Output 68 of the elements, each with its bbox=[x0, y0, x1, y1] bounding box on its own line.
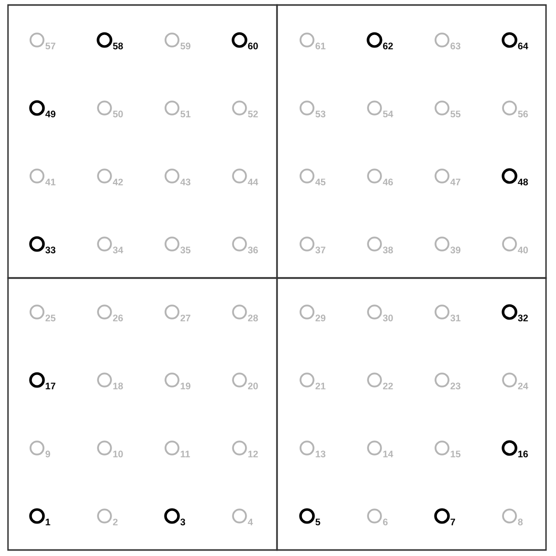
index-number: 16 bbox=[518, 450, 528, 458]
index-number: 13 bbox=[316, 450, 326, 458]
index-number: 45 bbox=[315, 178, 326, 186]
index-number: 35 bbox=[180, 246, 190, 254]
index-number: 48 bbox=[518, 178, 528, 186]
quadrant-box bbox=[276, 4, 547, 279]
index-number: 17 bbox=[46, 382, 56, 390]
index-number: 44 bbox=[248, 178, 258, 186]
index-number: 32 bbox=[518, 314, 528, 322]
index-number: 20 bbox=[248, 382, 258, 390]
index-number: 2 bbox=[113, 518, 118, 526]
index-number: 28 bbox=[248, 314, 258, 322]
index-number: 18 bbox=[113, 382, 123, 390]
index-number: 59 bbox=[180, 42, 190, 50]
index-number: 63 bbox=[450, 42, 460, 50]
index-number: 29 bbox=[316, 314, 326, 322]
index-number: 55 bbox=[450, 110, 460, 118]
quadrant-box bbox=[7, 4, 278, 279]
index-number: 12 bbox=[248, 450, 258, 458]
index-number: 38 bbox=[382, 246, 393, 254]
index-number: 49 bbox=[45, 110, 56, 118]
index-number: 42 bbox=[112, 178, 123, 186]
index-number: 51 bbox=[180, 110, 190, 118]
quadrant-box bbox=[7, 277, 278, 551]
index-number: 43 bbox=[180, 178, 190, 186]
index-number: 21 bbox=[316, 382, 326, 390]
index-number: 19 bbox=[180, 382, 190, 390]
index-number: 6 bbox=[383, 518, 388, 526]
index-number: 4 bbox=[248, 518, 253, 526]
index-number: 15 bbox=[450, 450, 460, 458]
index-number: 9 bbox=[46, 450, 50, 458]
index-number: 39 bbox=[450, 246, 460, 254]
index-number: 26 bbox=[113, 314, 123, 322]
index-number: 53 bbox=[316, 110, 326, 118]
index-number: 46 bbox=[382, 178, 393, 186]
index-number: 41 bbox=[45, 178, 56, 186]
index-number: 37 bbox=[315, 246, 326, 254]
index-number: 64 bbox=[518, 42, 528, 50]
index-number: 58 bbox=[113, 42, 123, 50]
index-number: 60 bbox=[248, 42, 258, 50]
index-number: 25 bbox=[46, 314, 56, 322]
index-number: 1 bbox=[46, 518, 50, 526]
index-number: 10 bbox=[113, 450, 123, 458]
index-number: 52 bbox=[248, 110, 258, 118]
index-number: 50 bbox=[113, 110, 123, 118]
index-number: 40 bbox=[518, 246, 528, 254]
index-number: 14 bbox=[383, 450, 394, 458]
index-number: 24 bbox=[518, 382, 528, 390]
index-number: 30 bbox=[382, 314, 393, 322]
index-number: 22 bbox=[383, 382, 393, 390]
index-number: 23 bbox=[450, 382, 460, 390]
index-number: 7 bbox=[450, 518, 456, 526]
index-number: 54 bbox=[383, 110, 394, 118]
index-number: 31 bbox=[450, 314, 460, 322]
index-number: 33 bbox=[45, 246, 56, 254]
index-number: 61 bbox=[316, 42, 326, 50]
index-number: 36 bbox=[248, 246, 258, 254]
index-number: 5 bbox=[316, 518, 320, 526]
index-number: 11 bbox=[180, 450, 190, 458]
index-number: 56 bbox=[518, 110, 528, 118]
index-number: 62 bbox=[383, 42, 393, 50]
index-number: 3 bbox=[180, 518, 186, 526]
index-number: 34 bbox=[112, 246, 124, 254]
quadrant-box bbox=[276, 277, 547, 551]
index-number: 47 bbox=[450, 178, 460, 186]
index-number: 8 bbox=[518, 518, 523, 526]
index-number: 57 bbox=[46, 42, 56, 50]
index-number: 27 bbox=[180, 314, 190, 322]
